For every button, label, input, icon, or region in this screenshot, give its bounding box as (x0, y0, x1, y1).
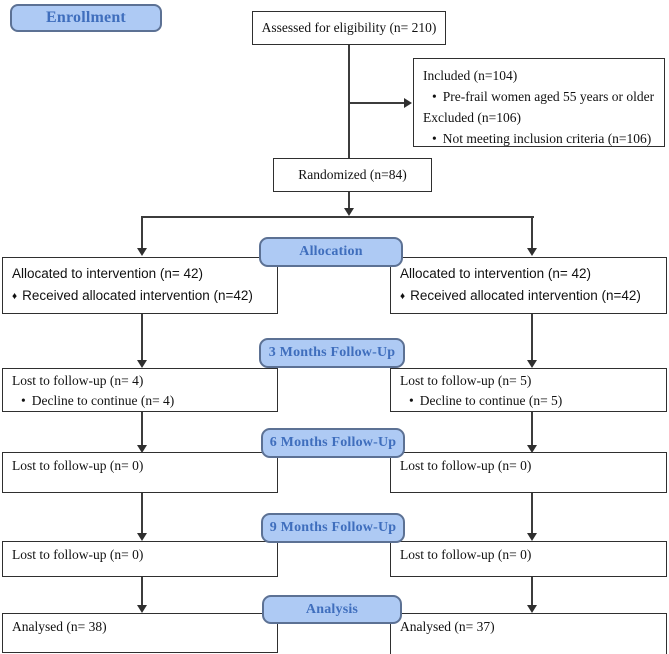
arrowhead-down-fu6-left (137, 445, 147, 453)
analysed-line: Analysed (n= 37) (400, 619, 495, 634)
arrowhead-down-fu9-left (137, 533, 147, 541)
received-bullet-line: ♦Received allocated intervention (n=42) (12, 288, 253, 303)
arrowhead-down-fu9-right (527, 533, 537, 541)
connector-fu9-to-analysis-right (531, 577, 533, 606)
analysis-stage-badge: Analysis (262, 595, 402, 624)
connector-fu6-to-fu9-left (141, 493, 143, 534)
included-line: Included (n=104) (423, 68, 518, 83)
lost-followup-9mo-box-left: Lost to follow-up (n= 0) (2, 541, 278, 577)
included-bullet-line: •Pre-frail women aged 55 years or older (432, 89, 655, 104)
decline-bullet-line: •Decline to continue (n= 5) (409, 392, 563, 408)
connector-assessed-to-randomized (348, 45, 350, 158)
arrowhead-down-split (344, 208, 354, 216)
analysed-box-left: Analysed (n= 38) (2, 613, 278, 653)
lost-line: Lost to follow-up (n= 0) (12, 458, 144, 473)
allocated-line: Allocated to intervention (n= 42) (400, 266, 591, 281)
connector-randomized-to-split (348, 192, 350, 210)
lost-followup-6mo-box-left: Lost to follow-up (n= 0) (2, 452, 278, 493)
arrowhead-down-alloc-left (137, 248, 147, 256)
arrowhead-right-eligibility (404, 98, 412, 108)
randomized-box: Randomized (n=84) (273, 158, 432, 192)
lost-line: Lost to follow-up (n= 0) (12, 547, 144, 562)
lost-line: Lost to follow-up (n= 5) (400, 373, 532, 388)
arrowhead-down-fu3-left (137, 360, 147, 368)
decline-bullet-line: •Decline to continue (n= 4) (21, 392, 175, 408)
arrowhead-down-alloc-right (527, 248, 537, 256)
allocated-box-right: Allocated to intervention (n= 42) ♦Recei… (390, 257, 667, 314)
connector-fu3-to-fu6-right (531, 412, 533, 446)
lost-line: Lost to follow-up (n= 4) (12, 373, 144, 388)
excluded-line: Excluded (n=106) (423, 110, 521, 125)
lost-followup-3mo-box-right: Lost to follow-up (n= 5) •Decline to con… (390, 368, 667, 412)
diamond-bullet-icon: ♦ (400, 291, 406, 302)
bullet-icon: • (409, 392, 414, 408)
enrollment-stage-badge: Enrollment (10, 4, 162, 32)
lost-followup-9mo-box-right: Lost to follow-up (n= 0) (390, 541, 667, 577)
bullet-icon: • (21, 392, 26, 408)
followup-6-months-stage-badge: 6 Months Follow-Up (261, 428, 405, 458)
received-bullet-line: ♦Received allocated intervention (n=42) (400, 288, 641, 303)
connector-split-to-alloc-left (141, 216, 143, 249)
lost-line: Lost to follow-up (n= 0) (400, 547, 532, 562)
arrowhead-down-analysis-right (527, 605, 537, 613)
allocation-stage-badge: Allocation (259, 237, 403, 267)
arrowhead-down-analysis-left (137, 605, 147, 613)
connector-fu6-to-fu9-right (531, 493, 533, 534)
connector-fu9-to-analysis-left (141, 577, 143, 606)
analysed-line: Analysed (n= 38) (12, 619, 107, 634)
connector-fu3-to-fu6-left (141, 412, 143, 446)
excluded-bullet-line: •Not meeting inclusion criteria (n=106) (432, 131, 652, 146)
analysed-box-right: Analysed (n= 37) (390, 613, 667, 654)
bullet-icon: • (432, 89, 437, 104)
lost-followup-3mo-box-left: Lost to follow-up (n= 4) •Decline to con… (2, 368, 278, 412)
followup-3-months-stage-badge: 3 Months Follow-Up (259, 338, 405, 368)
connector-alloc-to-fu3-left (141, 314, 143, 361)
connector-branch-to-eligibility (349, 102, 405, 104)
bullet-icon: • (432, 131, 437, 146)
connector-alloc-to-fu3-right (531, 314, 533, 361)
included-excluded-box: Included (n=104) •Pre-frail women aged 5… (413, 58, 665, 147)
lost-line: Lost to follow-up (n= 0) (400, 458, 532, 473)
followup-9-months-stage-badge: 9 Months Follow-Up (261, 513, 405, 543)
split-horizontal-line (141, 216, 534, 218)
arrowhead-down-fu3-right (527, 360, 537, 368)
connector-split-to-alloc-right (531, 216, 533, 249)
allocated-box-left: Allocated to intervention (n= 42) ♦Recei… (2, 257, 278, 314)
diamond-bullet-icon: ♦ (12, 291, 18, 302)
arrowhead-down-fu6-right (527, 445, 537, 453)
lost-followup-6mo-box-right: Lost to follow-up (n= 0) (390, 452, 667, 493)
allocated-line: Allocated to intervention (n= 42) (12, 266, 203, 281)
assessed-eligibility-box: Assessed for eligibility (n= 210) (252, 11, 446, 45)
